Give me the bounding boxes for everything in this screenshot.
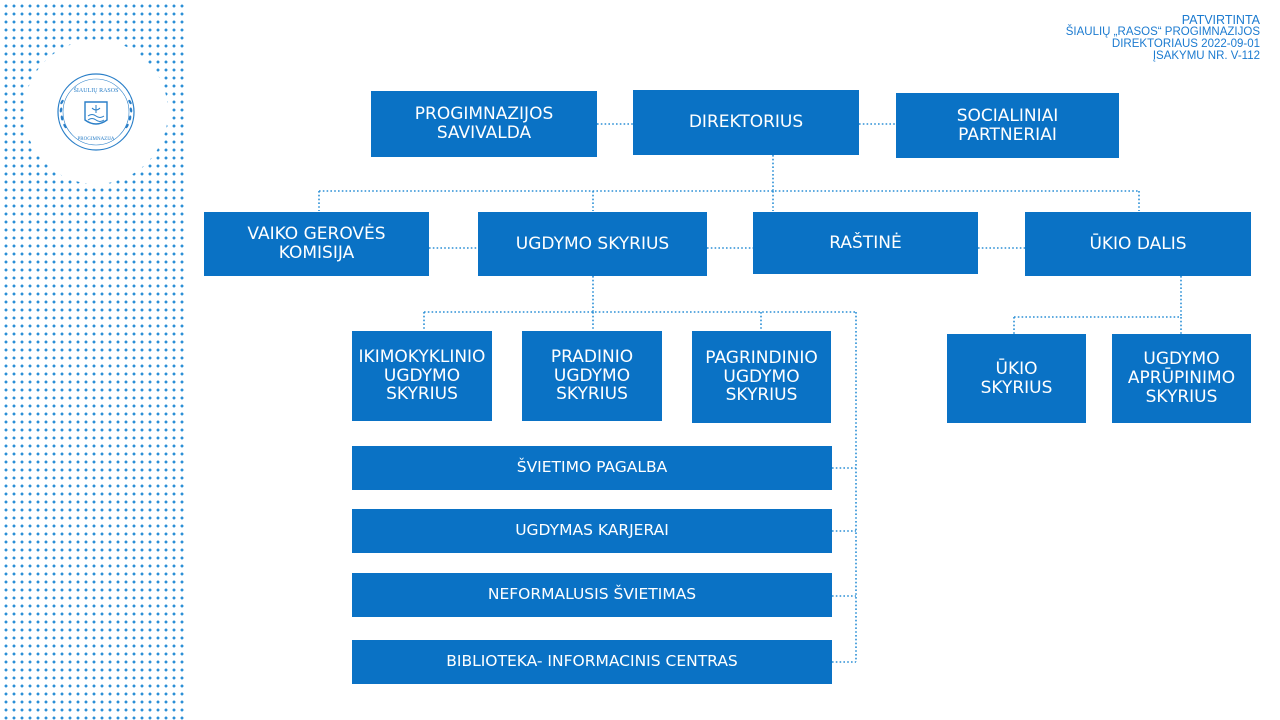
node-label: ŪKIO DALIS bbox=[1089, 233, 1187, 254]
node-label: PAGRINDINIO UGDYMO SKYRIUS bbox=[705, 347, 818, 406]
node-ugdymo-skyrius: UGDYMO SKYRIUS bbox=[478, 212, 707, 276]
school-logo: ŠIAULIŲ RASOS PROGIMNAZIJA bbox=[24, 40, 168, 184]
logo-emblem-icon: ŠIAULIŲ RASOS PROGIMNAZIJA bbox=[57, 73, 135, 151]
approval-note: PATVIRTINTA ŠIAULIŲ „RASOS“ PROGIMNAZIJO… bbox=[1066, 14, 1260, 62]
node-label: VAIKO GEROVĖS KOMISIJA bbox=[247, 224, 386, 263]
logo-top-text: ŠIAULIŲ RASOS bbox=[74, 86, 119, 94]
node-vaiko-geroves-komisija: VAIKO GEROVĖS KOMISIJA bbox=[204, 212, 429, 276]
node-label: PRADINIO UGDYMO SKYRIUS bbox=[550, 346, 634, 405]
node-label: SOCIALINIAI PARTNERIAI bbox=[956, 105, 1059, 145]
approval-line-1: ŠIAULIŲ „RASOS“ PROGIMNAZIJOS bbox=[1065, 26, 1260, 38]
node-label: DIREKTORIUS bbox=[688, 112, 804, 133]
approval-line-2: DIREKTORIAUS 2022-09-01 bbox=[1111, 38, 1260, 50]
node-pagrindinio-ugdymo-skyrius: PAGRINDINIO UGDYMO SKYRIUS bbox=[692, 331, 831, 423]
node-biblioteka-informacinis-centras: BIBLIOTEKA- INFORMACINIS CENTRAS bbox=[352, 640, 832, 684]
logo-bottom-text: PROGIMNAZIJA bbox=[78, 137, 115, 142]
node-ugdymas-karjerai: UGDYMAS KARJERAI bbox=[352, 509, 832, 553]
node-label: UGDYMO SKYRIUS bbox=[515, 233, 670, 254]
node-label: ŪKIO SKYRIUS bbox=[980, 358, 1053, 398]
node-label: RAŠTINĖ bbox=[829, 232, 902, 253]
node-label: UGDYMO APRŪPINIMO SKYRIUS bbox=[1127, 349, 1236, 407]
node-ugdymo-aprupinimo-skyrius: UGDYMO APRŪPINIMO SKYRIUS bbox=[1112, 334, 1251, 423]
node-progimnazijos-savivalda: PROGIMNAZIJOS SAVIVALDA bbox=[371, 91, 597, 157]
node-ukio-skyrius: ŪKIO SKYRIUS bbox=[947, 334, 1086, 423]
node-ukio-dalis: ŪKIO DALIS bbox=[1025, 212, 1251, 276]
node-direktorius: DIREKTORIUS bbox=[633, 90, 859, 155]
node-label: UGDYMAS KARJERAI bbox=[515, 521, 669, 540]
node-socialiniai-partneriai: SOCIALINIAI PARTNERIAI bbox=[896, 93, 1119, 158]
node-label: PROGIMNAZIJOS SAVIVALDA bbox=[414, 104, 554, 143]
approval-title: PATVIRTINTA bbox=[1181, 13, 1260, 27]
node-rastine: RAŠTINĖ bbox=[753, 212, 978, 274]
node-label: ŠVIETIMO PAGALBA bbox=[516, 458, 668, 477]
node-svietimo-pagalba: ŠVIETIMO PAGALBA bbox=[352, 446, 832, 490]
node-pradinio-ugdymo-skyrius: PRADINIO UGDYMO SKYRIUS bbox=[522, 331, 662, 421]
node-label: IKIMOKYKLINIO UGDYMO SKYRIUS bbox=[358, 346, 486, 405]
approval-line-3: ĮSAKYMU NR. V-112 bbox=[1152, 50, 1260, 62]
node-ikimokyklinio-ugdymo-skyrius: IKIMOKYKLINIO UGDYMO SKYRIUS bbox=[352, 331, 492, 421]
node-label: NEFORMALUSIS ŠVIETIMAS bbox=[487, 585, 697, 604]
node-neformalusis-svietimas: NEFORMALUSIS ŠVIETIMAS bbox=[352, 573, 832, 617]
node-label: BIBLIOTEKA- INFORMACINIS CENTRAS bbox=[446, 652, 738, 671]
